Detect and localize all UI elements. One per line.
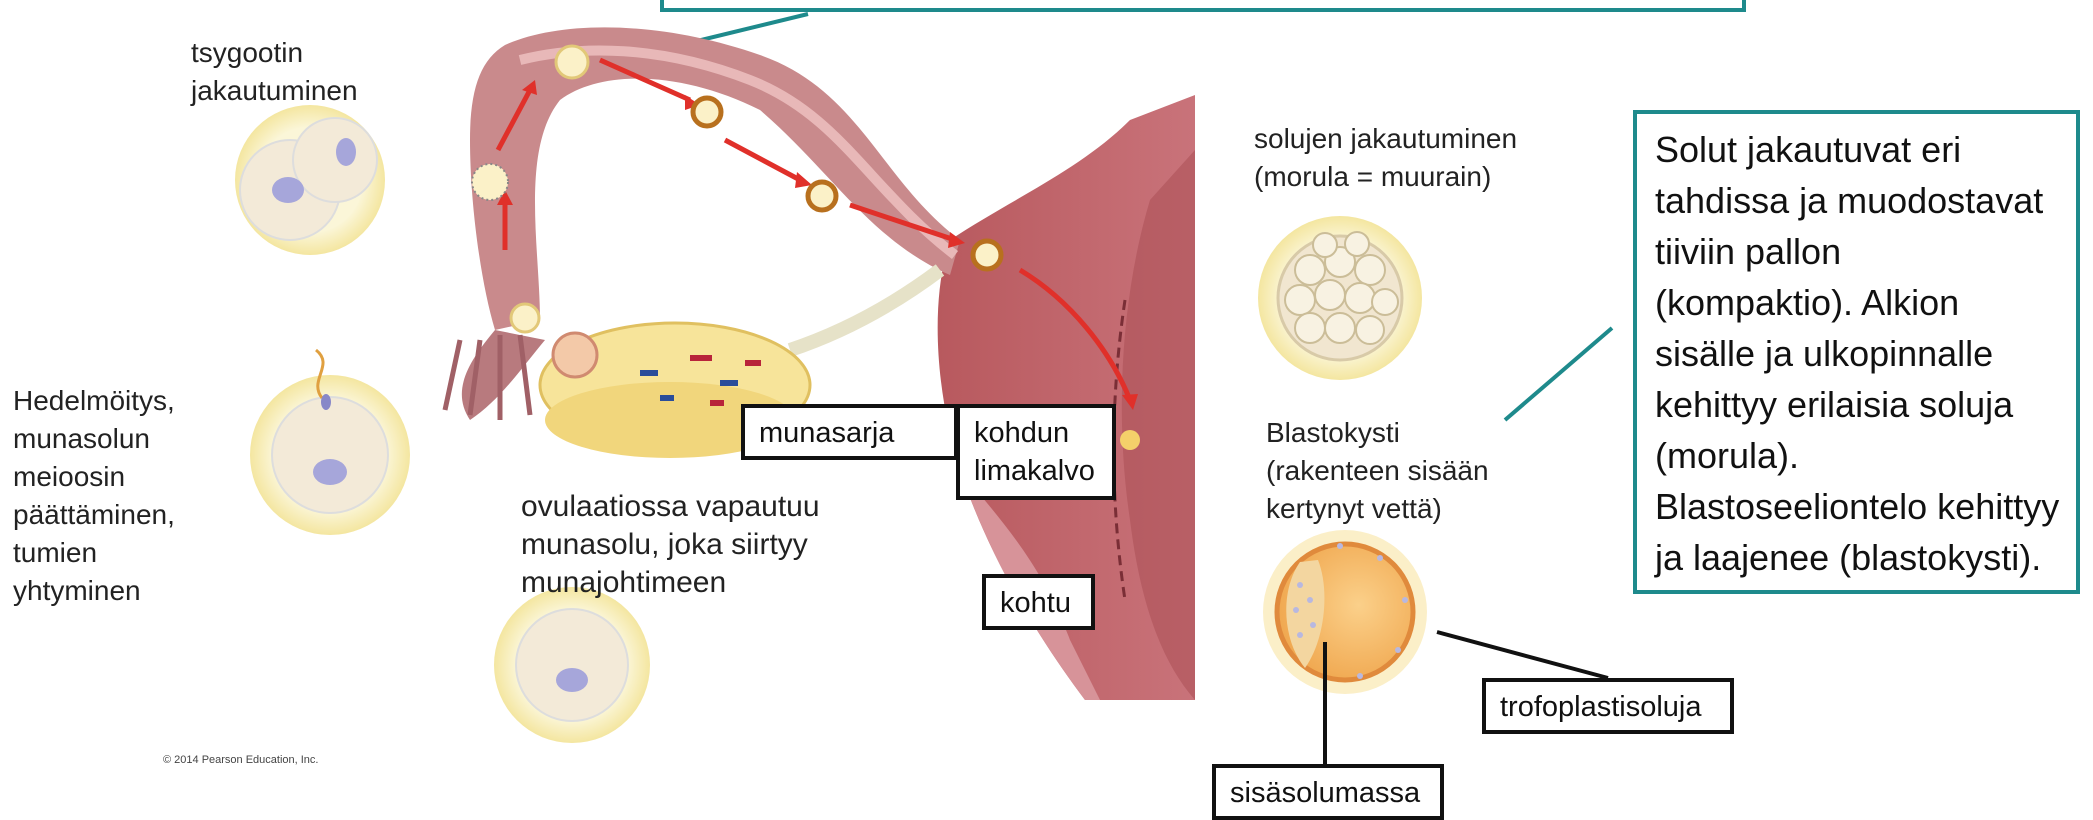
endometrium-label-box: kohdun limakalvo: [956, 404, 1116, 500]
trophoblast-pointer: [1437, 632, 1608, 678]
fertilization-label: Hedelmöitys, munasolun meioosin päättämi…: [13, 382, 175, 610]
blastocyst: [1263, 530, 1427, 694]
ovulation-label: ovulaatiossa vapautuu munasolu, joka sii…: [521, 488, 820, 602]
ovary-label-box: munasarja: [741, 404, 958, 460]
ovarian-ligament: [790, 270, 940, 350]
fertilized-egg: [250, 350, 410, 535]
explanation-callout: Solut jakautuvat eri tahdissa ja muodost…: [1633, 110, 2080, 594]
blastocyst-label: Blastokysti (rakenteen sisään kertynyt v…: [1266, 414, 1489, 528]
ovulated-egg: [494, 587, 650, 743]
morula: [1258, 216, 1422, 380]
copyright-text: © 2014 Pearson Education, Inc.: [163, 754, 318, 766]
callout-pointer: [1505, 328, 1612, 420]
two-cell-zygote: [235, 105, 385, 255]
uterus-label-box: kohtu: [982, 574, 1095, 630]
top-callout-box: [662, 0, 1744, 10]
zygote-division-label: tsygootin jakautuminen: [191, 34, 358, 110]
cell-division-label: solujen jakautuminen (morula = muurain): [1254, 120, 1517, 196]
trophoblast-label-box: trofoplastisoluja: [1482, 678, 1734, 734]
